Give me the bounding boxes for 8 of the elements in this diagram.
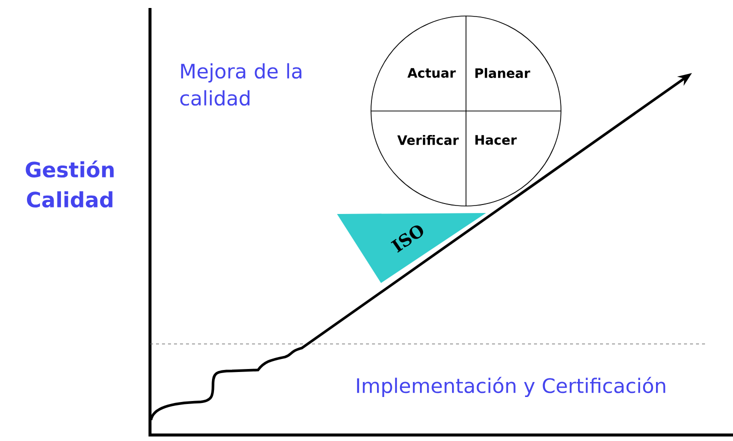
quadrant-label: Actuar <box>407 68 456 78</box>
axis-label: Mejora de la calidad <box>180 63 302 106</box>
axis-label: Implementación y Certificación <box>357 376 666 398</box>
quadrant-label: Hacer <box>475 135 517 145</box>
axis-label: Gestión Calidad <box>26 160 114 208</box>
wedge-label: ISO <box>390 225 424 253</box>
quadrant-label: Planear <box>475 68 530 78</box>
quadrant-label: Verificar <box>397 134 459 146</box>
